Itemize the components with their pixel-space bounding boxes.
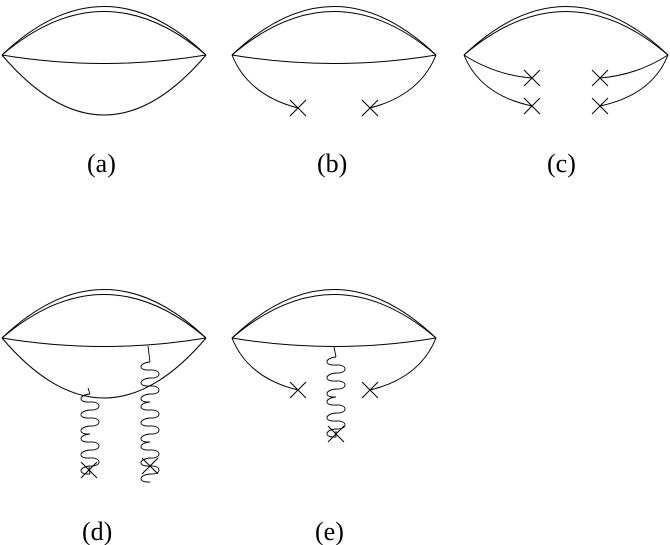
diagram-d-upper-double-line-inner <box>1 294 207 339</box>
diagram-c-upper-double-line-inner <box>463 11 669 56</box>
diagram-d-left-cross-icon <box>80 461 98 479</box>
diagram-c-upper-double-line-outer <box>463 6 669 56</box>
diagram-e-upper-double-line-inner <box>231 294 437 339</box>
diagram-c-right-upper-propagator <box>599 54 669 79</box>
diagram-c-right-lower-propagator <box>599 54 669 107</box>
diagram-a-upper-double-line-outer <box>1 6 207 56</box>
diagram-b-upper-double-line-inner <box>231 11 437 56</box>
diagram-c-cross-icon-3 <box>523 97 541 115</box>
diagram-c-left-lower-propagator <box>463 54 533 107</box>
diagram-d: (d) <box>1 289 207 545</box>
diagram-a: (a) <box>1 6 207 178</box>
diagram-e-gluon <box>326 346 346 438</box>
diagram-b-right-cross-icon <box>361 99 379 117</box>
diagram-e-left-cross-icon <box>289 381 307 399</box>
diagram-b-label: (b) <box>317 149 347 178</box>
diagram-b-left-cross-icon <box>289 99 307 117</box>
diagram-b-middle-propagator <box>231 54 437 64</box>
diagram-b-right-propagator <box>369 54 437 109</box>
diagram-c: (c) <box>463 6 669 178</box>
diagram-e: (e) <box>231 289 437 545</box>
diagram-d-left-gluon <box>80 387 100 475</box>
diagram-a-middle-propagator <box>1 54 207 64</box>
diagram-d-middle-propagator <box>1 337 207 347</box>
diagram-e-right-cross-icon <box>361 381 379 399</box>
diagram-a-upper-double-line-inner <box>1 11 207 56</box>
diagram-c-cross-icon-2 <box>591 69 609 87</box>
diagram-d-label: (d) <box>82 517 112 545</box>
diagram-e-middle-propagator <box>231 337 437 347</box>
diagram-d-upper-double-line-outer <box>1 289 207 339</box>
diagram-b-upper-double-line-outer <box>231 6 437 56</box>
diagram-c-cross-icon-1 <box>523 69 541 87</box>
diagram-c-cross-icon-4 <box>591 97 609 115</box>
diagram-e-label: (e) <box>315 517 344 545</box>
diagram-c-left-upper-propagator <box>463 54 533 79</box>
diagram-d-right-cross-icon <box>141 457 159 475</box>
diagram-e-left-propagator <box>231 337 299 391</box>
diagram-a-lower-propagator <box>1 54 207 116</box>
diagram-a-label: (a) <box>87 149 116 178</box>
diagram-c-label: (c) <box>547 149 576 178</box>
diagram-d-right-gluon <box>140 345 160 483</box>
diagram-e-lower-cross-icon <box>327 425 345 443</box>
diagram-e-right-propagator <box>369 337 437 391</box>
diagram-b-left-propagator <box>231 54 299 109</box>
diagram-e-upper-double-line-outer <box>231 289 437 339</box>
diagram-d-lower-propagator <box>1 337 207 399</box>
diagram-b: (b) <box>231 6 437 178</box>
